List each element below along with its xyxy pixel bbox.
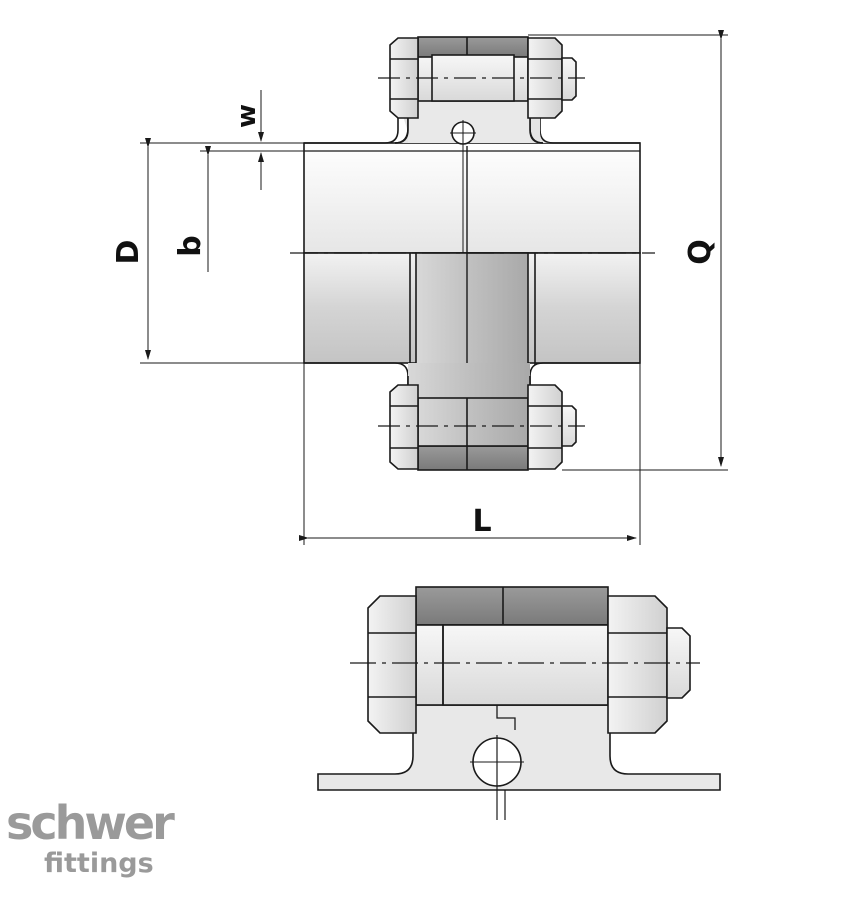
pipe-body-upper xyxy=(303,142,641,254)
schwer-fittings-logo: schwer fittings xyxy=(6,800,186,895)
dim-w-label: w xyxy=(232,104,262,128)
top-bolt-end xyxy=(561,57,577,101)
detail-right-hex-nut xyxy=(607,595,668,734)
logo-sub-text: fittings xyxy=(44,848,154,879)
logo-main-text: schwer xyxy=(6,796,175,850)
top-left-hex-nut xyxy=(389,37,419,119)
dim-Q-label: Q xyxy=(683,239,718,265)
detail-left-hex-nut xyxy=(367,595,417,734)
dimension-lines xyxy=(140,30,728,545)
detail-view xyxy=(317,586,721,820)
top-clamp-band xyxy=(417,36,529,58)
dimension-labels: w D b Q L xyxy=(111,104,718,539)
bottom-clamp-band xyxy=(417,445,529,471)
main-view xyxy=(290,36,655,471)
bottom-right-hex-nut xyxy=(527,384,563,470)
dim-b-label: b xyxy=(173,235,208,256)
detail-clamp-band xyxy=(415,586,609,626)
dim-L-label: L xyxy=(472,504,491,539)
dim-D-label: D xyxy=(111,240,146,265)
bottom-left-hex-nut xyxy=(389,384,419,470)
